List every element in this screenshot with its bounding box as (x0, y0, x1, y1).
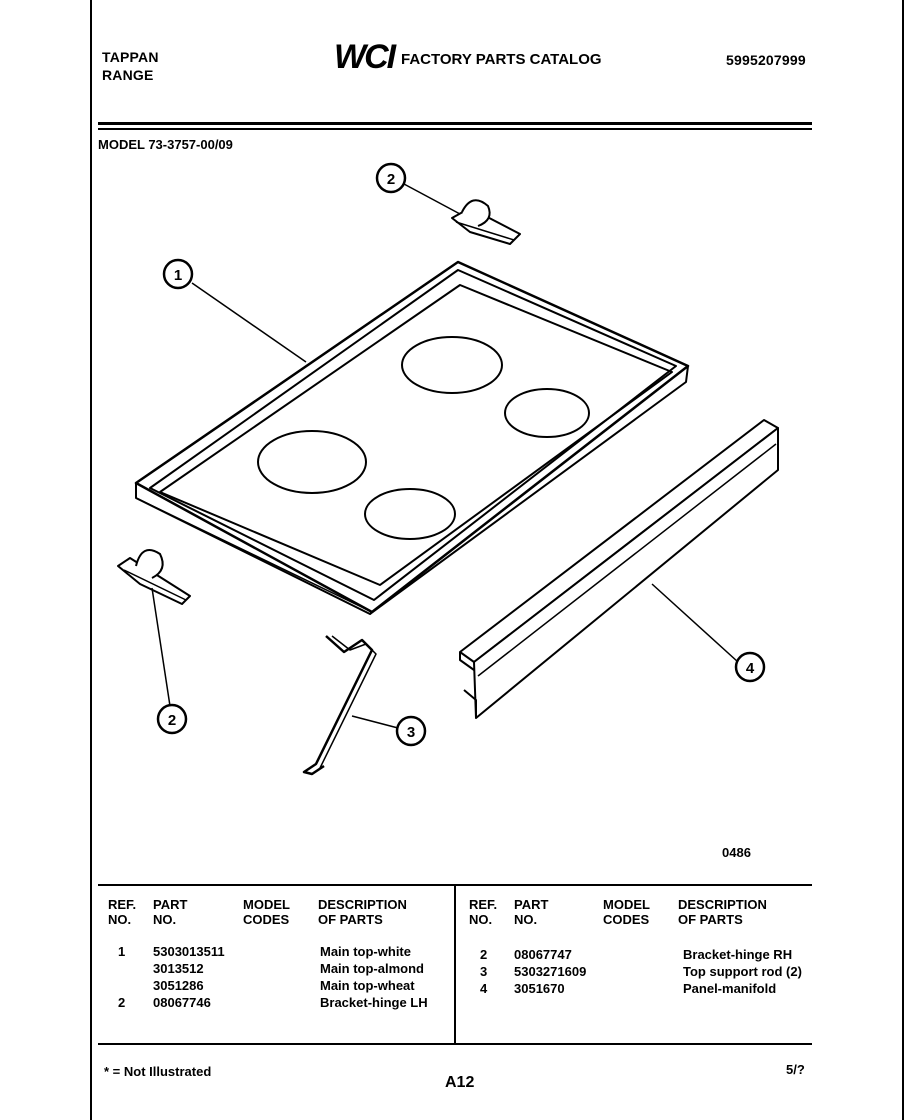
hdr-desc-r2: OF PARTS (678, 912, 743, 927)
drawing-code: 0486 (722, 845, 751, 860)
callout-1: 1 (174, 267, 182, 284)
callout-circle-4 (734, 651, 766, 683)
header-rule-bottom (98, 128, 812, 130)
callout-2-bottom: 2 (168, 712, 176, 729)
hdr-ref-l1: REF. (108, 897, 137, 912)
callout-circle-3 (395, 715, 427, 747)
bracket-hinge-rh-part (451, 199, 521, 245)
hdr-ref-l2: NO. (108, 912, 132, 927)
brand-line-2: RANGE (102, 67, 154, 83)
hdr-desc-l2: OF PARTS (318, 912, 383, 927)
hdr-part-l1: PART (153, 897, 188, 912)
burner-opening-right-rear (401, 336, 503, 394)
table-row-part: 08067746 (153, 995, 211, 1010)
bracket-hinge-lh-part (117, 549, 191, 605)
hdr-ref-r1: REF. (469, 897, 498, 912)
table-row-desc: Main top-white (320, 944, 411, 959)
table-row-ref: 2 (480, 947, 488, 962)
date-code: 5/? (786, 1062, 805, 1077)
table-row-part: 08067747 (514, 947, 572, 962)
callout-circle-2-bottom (156, 703, 188, 735)
exploded-diagram: 1 2 2 3 4 (117, 162, 779, 776)
panel-manifold-part (459, 419, 779, 719)
table-row-desc: Top support rod (2) (683, 964, 802, 979)
header-rule-top (98, 122, 812, 125)
table-row-desc: Main top-almond (320, 961, 424, 976)
hdr-part-l2: NO. (153, 912, 177, 927)
table-row-desc: Main top-wheat (320, 978, 415, 993)
table-row-part: 3013512 (153, 961, 204, 976)
brand-line-1: TAPPAN (102, 49, 159, 65)
page-frame (90, 0, 904, 1120)
table-divider (454, 884, 456, 1044)
catalog-title: FACTORY PARTS CATALOG (401, 51, 602, 68)
table-row-ref: 1 (118, 944, 126, 959)
hdr-desc-r1: DESCRIPTION (678, 897, 767, 912)
table-row-part: 3051670 (514, 981, 565, 996)
hdr-ref-r2: NO. (469, 912, 493, 927)
hdr-desc-l1: DESCRIPTION (318, 897, 407, 912)
callout-2-top: 2 (387, 171, 395, 188)
top-support-rod-part (302, 635, 377, 776)
table-row-ref: 4 (480, 981, 488, 996)
hdr-model-l2: CODES (243, 912, 290, 927)
burner-opening-left-rear (257, 430, 367, 494)
model-label: MODEL 73-3757-00/09 (98, 137, 233, 152)
table-row-part: 5303271609 (514, 964, 587, 979)
main-top-part (134, 260, 690, 615)
hdr-part-r2: NO. (514, 912, 538, 927)
table-row-part: 3051286 (153, 978, 204, 993)
table-row-ref: 3 (480, 964, 488, 979)
burner-opening-left-front (364, 488, 456, 540)
hdr-model-r2: CODES (603, 912, 650, 927)
callout-4: 4 (746, 660, 755, 677)
page-number: A12 (445, 1074, 475, 1091)
hdr-model-r1: MODEL (603, 897, 650, 912)
burner-opening-right-front (504, 388, 590, 438)
table-row-ref: 2 (118, 995, 126, 1010)
callout-circle-1 (162, 258, 194, 290)
hdr-part-r1: PART (514, 897, 549, 912)
callout-3: 3 (407, 724, 415, 741)
table-row-desc: Bracket-hinge RH (683, 947, 793, 962)
table-row-desc: Panel-manifold (683, 981, 777, 996)
callout-circle-2-top (375, 162, 407, 194)
table-row-part: 5303013511 (153, 944, 225, 959)
catalog-number: 5995207999 (726, 52, 806, 68)
table-rule-bottom (98, 1043, 812, 1045)
not-illustrated-note: * = Not Illustrated (104, 1064, 212, 1079)
wci-logo: WCI (334, 38, 396, 76)
table-row-desc: Bracket-hinge LH (320, 995, 428, 1010)
hdr-model-l1: MODEL (243, 897, 290, 912)
